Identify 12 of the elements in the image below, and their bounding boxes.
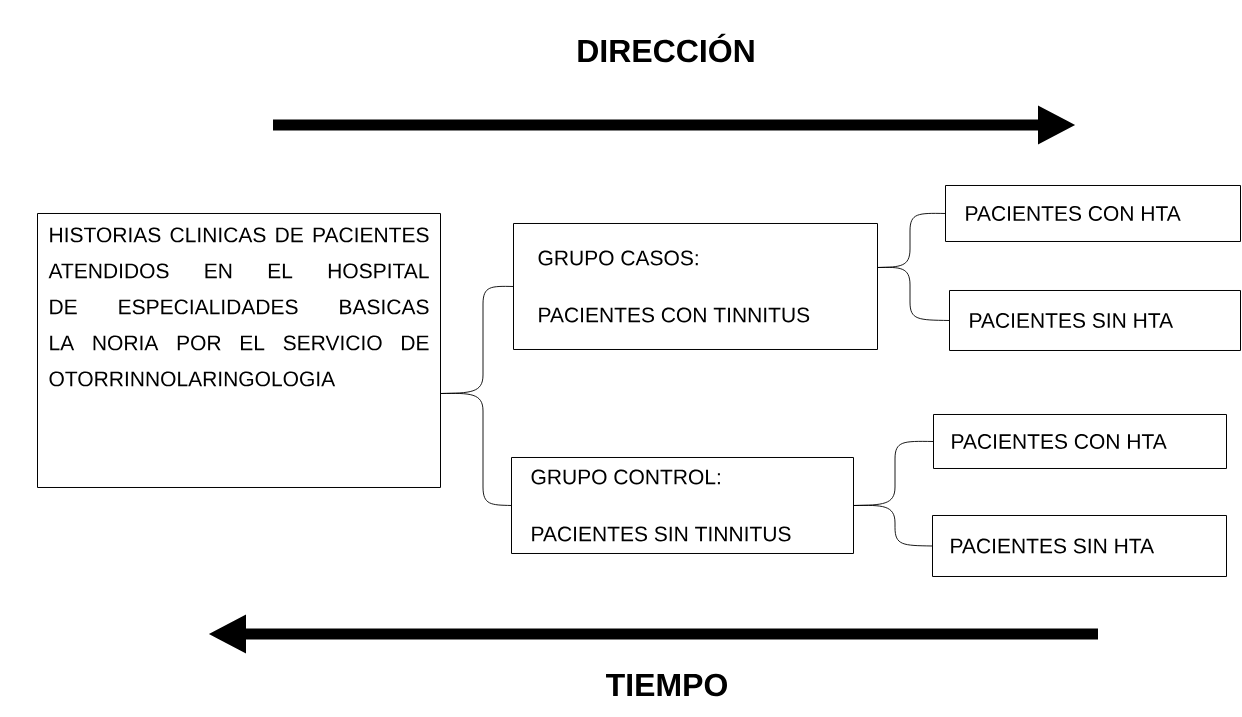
brace-connector <box>853 504 933 547</box>
brace-connector <box>440 392 512 506</box>
heading-label: TIEMPO <box>606 673 727 697</box>
process-box: HISTORIAS CLINICAS DE PACIENTES ATENDIDOS EN EL HOSPITAL DE ESPECIALIDADES BASICAS LA NORIA POR EL SERVICIO DE OTORRINNOLARINGOLOGIA <box>37 213 441 488</box>
process-box: GRUPO CASOS: PACIENTES CON TINNITUS <box>513 223 878 350</box>
brace-connector <box>877 266 950 321</box>
process-box: PACIENTES SIN HTA <box>949 290 1241 351</box>
process-box: PACIENTES SIN HTA <box>932 515 1227 577</box>
process-box: PACIENTES CON HTA <box>933 414 1227 469</box>
process-box: GRUPO CONTROL: PACIENTES SIN TINNITUS <box>511 457 854 554</box>
heading-label: DIRECCIÓN <box>578 33 754 63</box>
process-box: PACIENTES CON HTA <box>945 185 1241 242</box>
